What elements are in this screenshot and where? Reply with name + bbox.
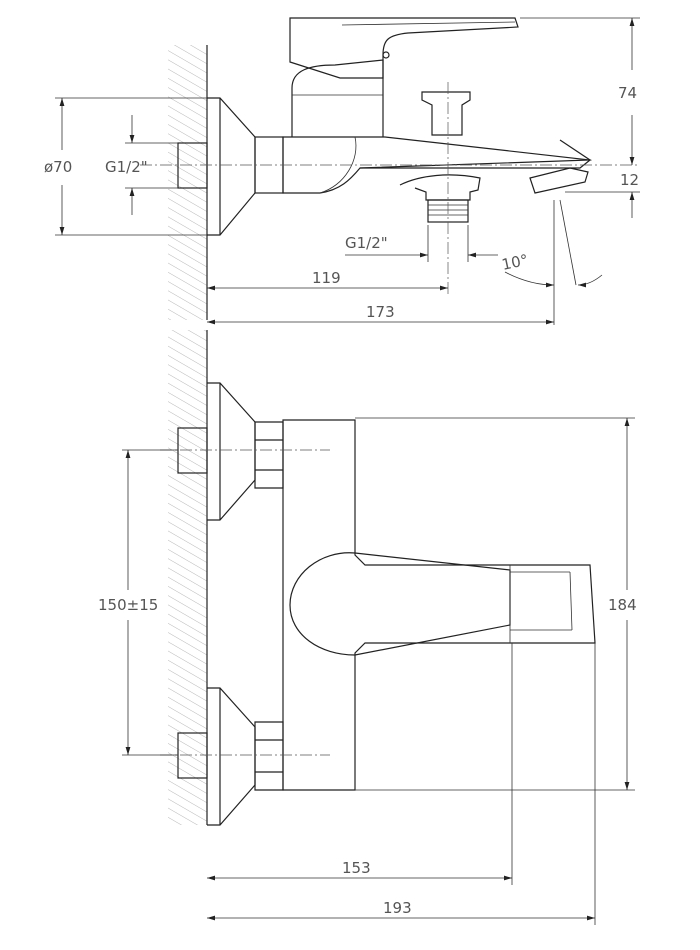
lever-handle [289, 17, 519, 79]
dim-diverter-distance: 119 [312, 269, 341, 287]
dim-spout-projection: 173 [366, 303, 395, 321]
dim-spout-angle: 10° [500, 251, 530, 274]
lower-flange [207, 687, 256, 826]
outlet-connector [399, 174, 481, 201]
dim-spout-reach: 153 [342, 859, 371, 877]
lower-nut [254, 721, 284, 791]
dim-flange-diameter: ø70 [44, 158, 72, 176]
dim-center-distance: 150±15 [98, 596, 158, 614]
dim-inlet-thread: G1/2" [105, 158, 148, 176]
wall-hatch [168, 330, 207, 825]
side-view: ø70 G1/2" 74 12 G1/2" 10° 119 173 [44, 17, 640, 325]
upper-flange [207, 382, 256, 521]
dim-handle-height: 74 [618, 84, 637, 102]
dim-body-height: 184 [608, 596, 637, 614]
dim-spout-offset: 12 [620, 171, 639, 189]
diverter-knob [421, 91, 471, 136]
top-view: 150±15 184 153 193 [98, 330, 637, 925]
wall-hatch [168, 45, 207, 320]
wall-flange [207, 97, 256, 236]
upper-nut [254, 421, 284, 489]
spout-aerator [529, 167, 589, 194]
handle-top [289, 552, 511, 656]
handle-column [291, 59, 384, 137]
dim-total-projection: 193 [383, 899, 412, 917]
inlet-pipe [177, 142, 208, 189]
faucet-body-top [282, 419, 596, 791]
dim-outlet-thread: G1/2" [345, 234, 388, 252]
